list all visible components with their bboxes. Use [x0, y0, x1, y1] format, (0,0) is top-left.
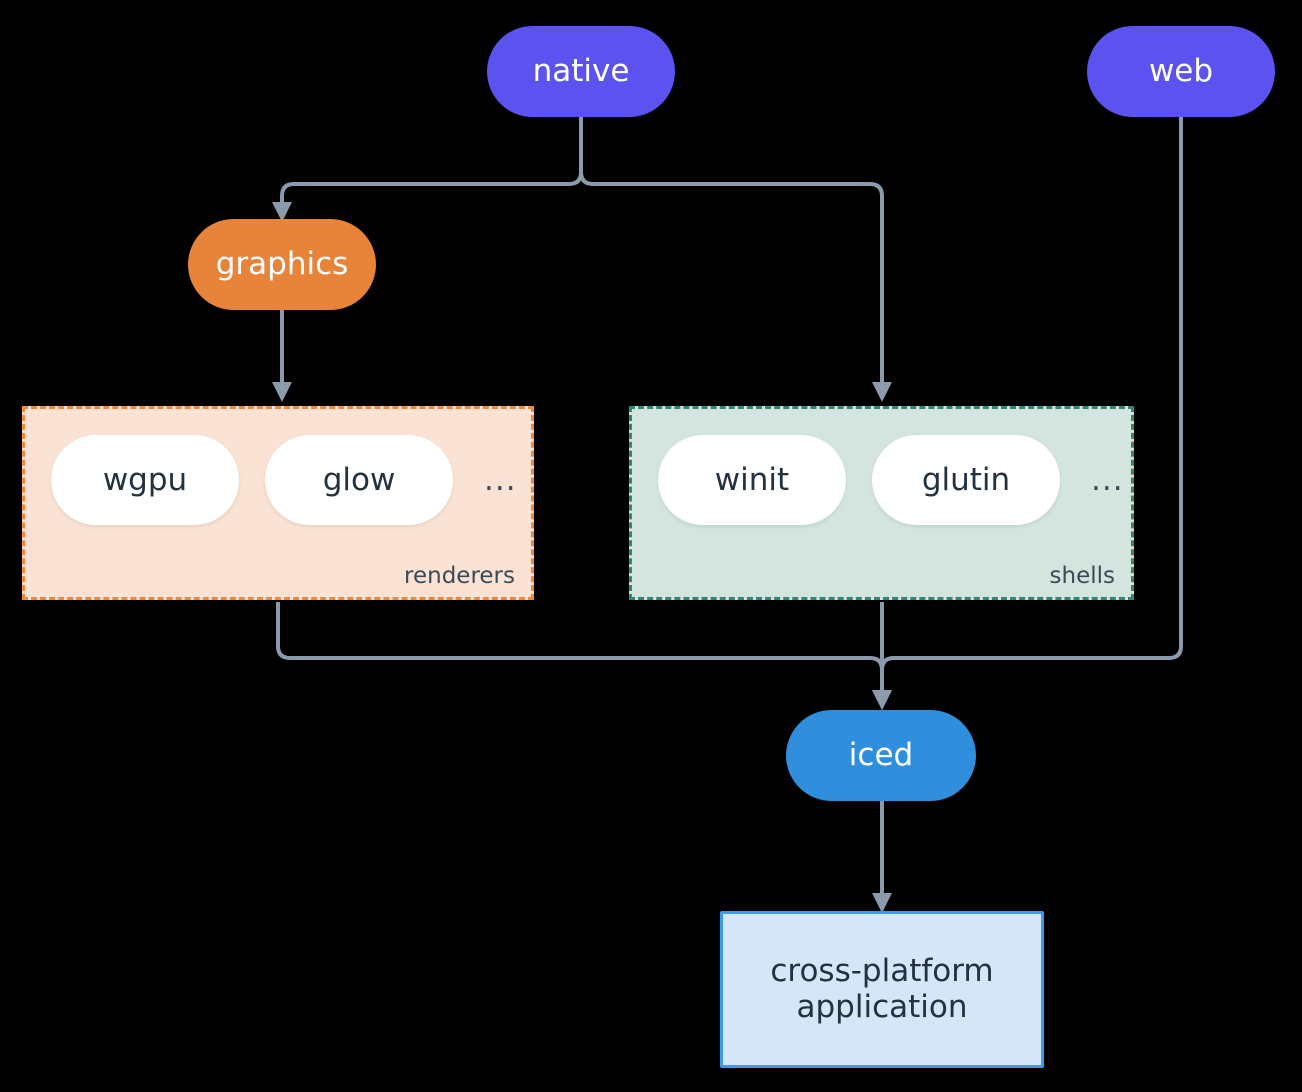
leaf-glutin-label: glutin	[921, 462, 1011, 498]
renderers-overflow-ellipsis: ...	[484, 462, 517, 498]
node-iced-label: iced	[848, 736, 914, 773]
node-graphics[interactable]: graphics	[188, 219, 376, 310]
group-renderers-label: renderers	[404, 563, 515, 589]
leaf-glutin[interactable]: glutin	[872, 435, 1060, 525]
node-web[interactable]: web	[1087, 26, 1275, 117]
node-graphics-label: graphics	[215, 245, 349, 282]
edge-native-split	[272, 117, 583, 222]
node-application-line1: cross-platform	[770, 952, 994, 989]
group-renderers: wgpu glow ... renderers	[22, 406, 534, 600]
shells-overflow-ellipsis: ...	[1091, 462, 1124, 498]
node-web-label: web	[1148, 52, 1214, 89]
leaf-winit[interactable]: winit	[658, 435, 846, 525]
leaf-winit-label: winit	[714, 462, 790, 498]
node-native-label: native	[532, 52, 630, 89]
node-iced[interactable]: iced	[786, 710, 976, 801]
node-application-line2: application	[796, 988, 968, 1025]
leaf-glow-label: glow	[322, 462, 396, 498]
node-native[interactable]: native	[487, 26, 675, 117]
leaf-wgpu[interactable]: wgpu	[51, 435, 239, 525]
leaf-glow[interactable]: glow	[265, 435, 453, 525]
group-shells: winit glutin ... shells	[629, 406, 1134, 600]
edge-renderers-iced	[276, 602, 892, 710]
leaf-wgpu-label: wgpu	[102, 462, 188, 498]
edge-native-shells	[579, 117, 892, 402]
group-shells-label: shells	[1049, 563, 1115, 589]
node-application[interactable]: cross-platform application	[720, 911, 1044, 1068]
